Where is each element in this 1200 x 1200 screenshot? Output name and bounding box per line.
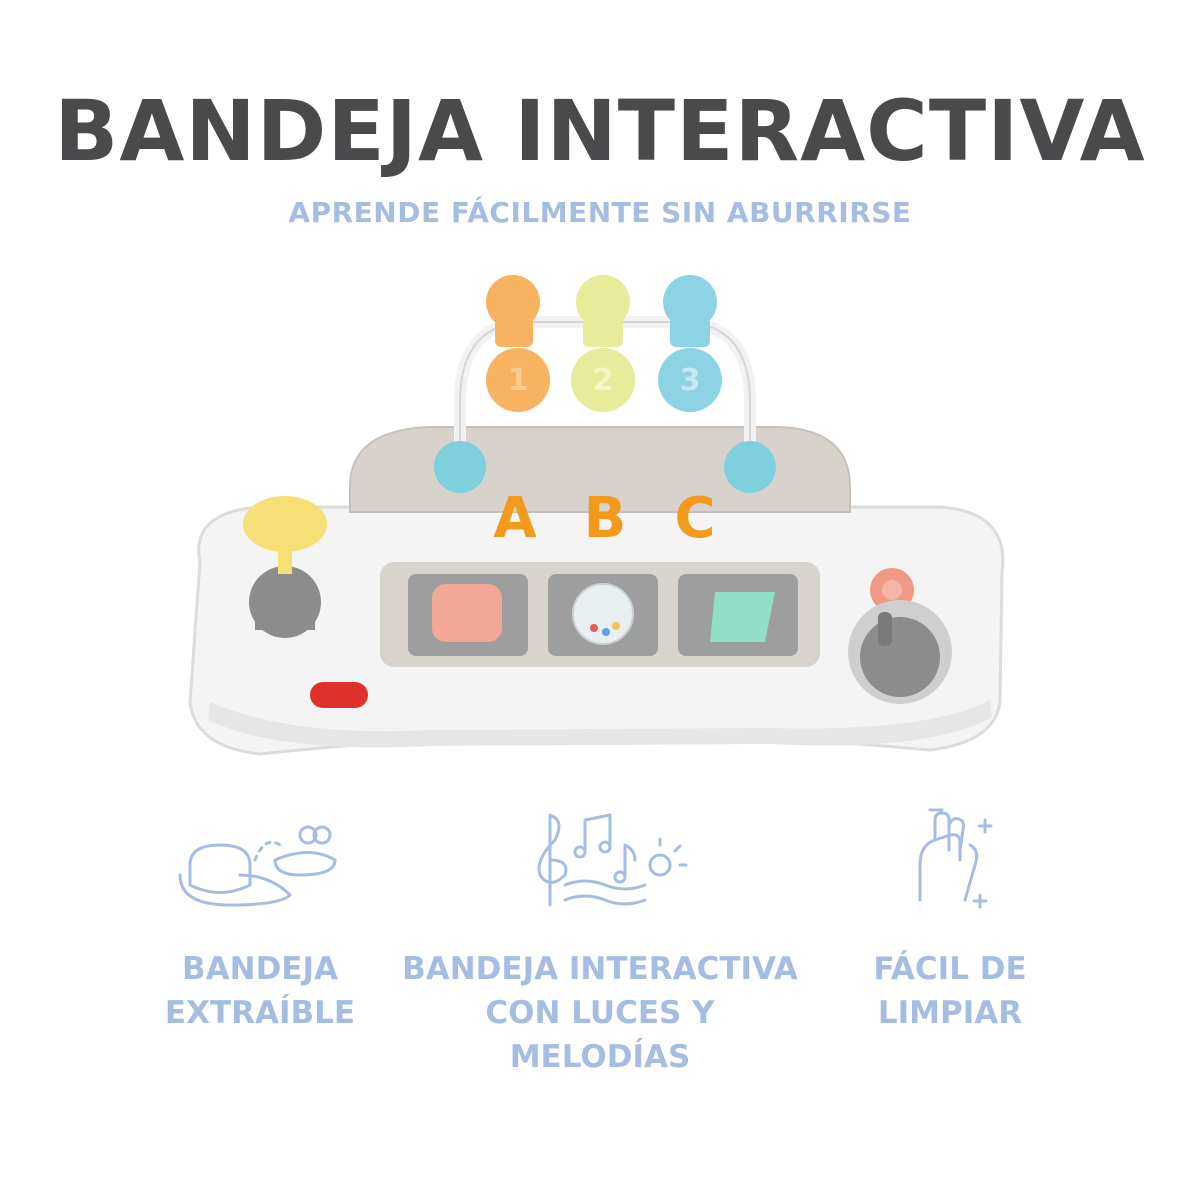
arch-foot-right <box>724 441 776 493</box>
music-light-icon <box>537 813 688 907</box>
red-light <box>310 682 368 708</box>
bead-number-3: 3 <box>680 363 701 398</box>
bead-1: 1 <box>486 275 550 412</box>
clean-hands-icon <box>918 808 993 909</box>
product-image: 1 2 3 A B C <box>188 275 1005 756</box>
yellow-spinner <box>243 496 327 638</box>
letter-a: A <box>493 486 537 551</box>
bead-3: 3 <box>658 275 722 412</box>
arch-foot-left <box>434 441 486 493</box>
feature-removable-tray: BANDEJA EXTRAÍBLE <box>120 805 400 1035</box>
right-gear-control <box>848 568 952 704</box>
page-title: BANDEJA INTERACTIVA <box>54 82 1146 180</box>
bead-number-1: 1 <box>508 363 529 398</box>
feature-easy-clean: FÁCIL DE LIMPIAR <box>820 805 1080 1035</box>
page-subtitle: APRENDE FÁCILMENTE SIN ABURRIRSE <box>288 196 912 229</box>
feature-label: BANDEJA INTERACTIVA CON LUCES Y MELODÍAS <box>402 951 798 1075</box>
feature-label: FÁCIL DE LIMPIAR <box>873 951 1027 1031</box>
bead-2: 2 <box>571 275 635 412</box>
feature-lights-melodies: BANDEJA INTERACTIVA CON LUCES Y MELODÍAS <box>390 805 810 1079</box>
bead-number-2: 2 <box>593 363 614 398</box>
letter-b: B <box>584 486 627 551</box>
letter-c: C <box>674 486 715 551</box>
feature-label: BANDEJA EXTRAÍBLE <box>164 951 356 1031</box>
removable-tray-icon <box>178 825 337 907</box>
